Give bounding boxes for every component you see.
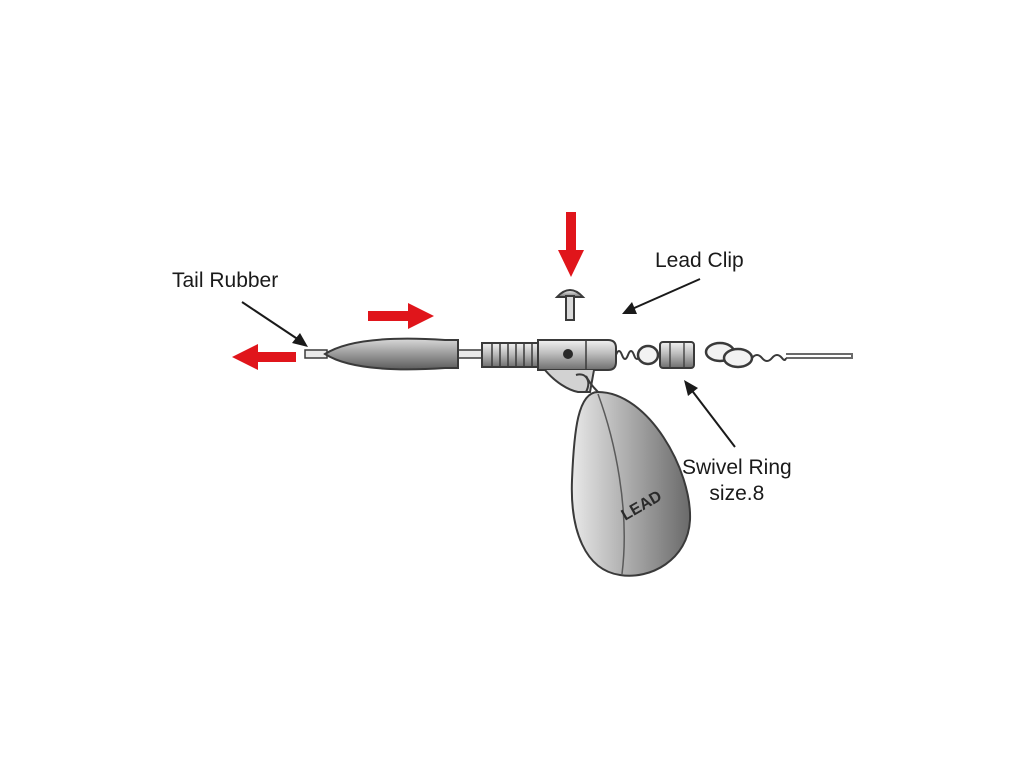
tail-rubber-label: Tail Rubber bbox=[172, 269, 279, 292]
swivel-ring-label-line2: size.8 bbox=[709, 482, 765, 506]
swivel-ring-label-line1: Swivel Ring bbox=[682, 456, 792, 479]
swivel-ring-label: Swivel Ring size.8 bbox=[682, 455, 792, 508]
spring-coil bbox=[615, 350, 641, 360]
tail-rubber-pointer-arrow bbox=[241, 301, 308, 347]
lead-weight: LEAD bbox=[570, 375, 692, 577]
lead-clip-label: Lead Clip bbox=[655, 249, 744, 272]
push-right-arrow bbox=[368, 303, 434, 329]
swivel-ring bbox=[636, 341, 787, 369]
tail-rubber bbox=[323, 337, 459, 371]
swivel-ring-pointer-arrow bbox=[684, 380, 736, 448]
lead-clip-pin bbox=[554, 289, 586, 321]
pull-left-arrow bbox=[232, 344, 296, 370]
lead-clip-body bbox=[481, 339, 617, 393]
push-down-arrow bbox=[558, 212, 584, 277]
lead-clip-pointer-arrow bbox=[622, 278, 701, 314]
